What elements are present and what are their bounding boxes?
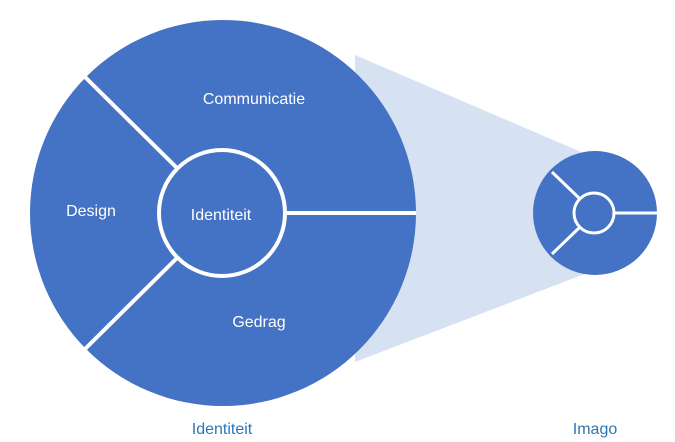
projection-connector bbox=[355, 55, 595, 362]
small-divider-lower-left bbox=[550, 226, 581, 256]
divider-lower-left bbox=[82, 256, 179, 352]
small-divider-upper-left bbox=[550, 170, 581, 200]
image-core-circle bbox=[572, 191, 616, 235]
segment-label-gedrag: Gedrag bbox=[232, 314, 285, 331]
segment-label-communicatie: Communicatie bbox=[203, 91, 305, 108]
caption-imago: Imago bbox=[573, 421, 618, 438]
core-label-identiteit: Identiteit bbox=[191, 207, 252, 224]
caption-identiteit: Identiteit bbox=[192, 421, 253, 438]
divider-upper-left bbox=[82, 74, 179, 170]
segment-label-design: Design bbox=[66, 203, 116, 220]
identity-circle: Communicatie Design Gedrag Identiteit bbox=[30, 20, 416, 406]
identity-core-circle bbox=[157, 148, 287, 278]
image-circle bbox=[533, 151, 657, 275]
